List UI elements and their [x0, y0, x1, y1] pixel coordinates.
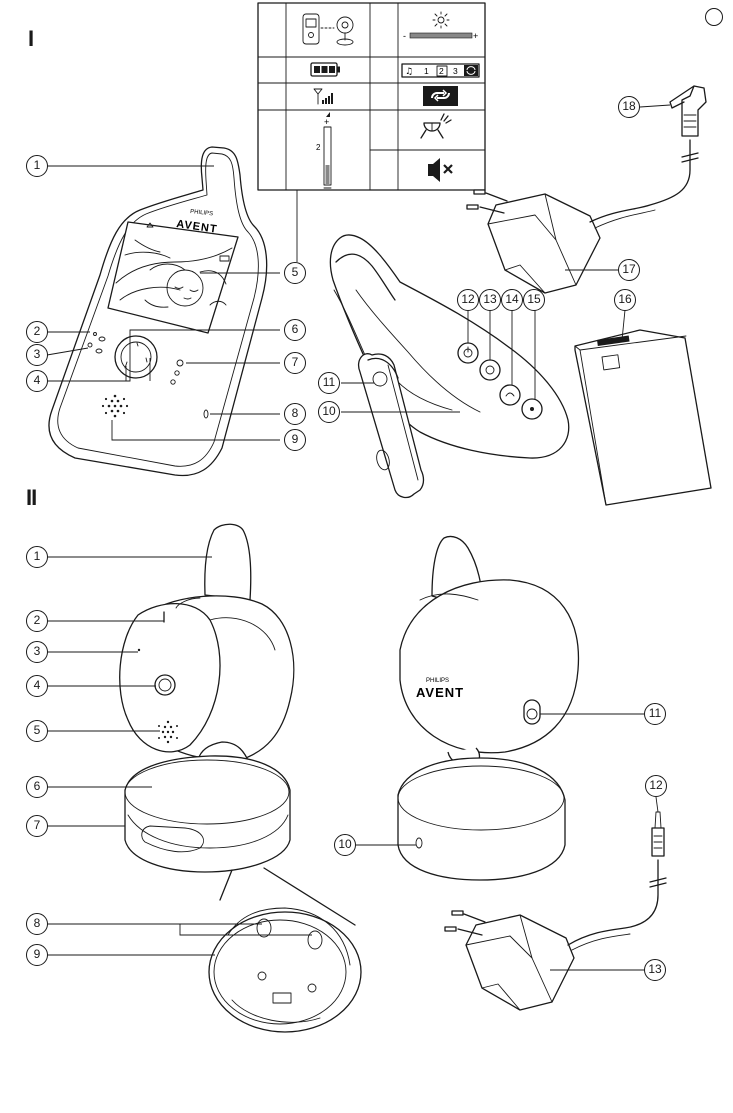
- brightness-minus-label: -: [403, 31, 406, 41]
- parent-callout-5: 5: [284, 262, 306, 284]
- link-status-icon: [303, 14, 353, 45]
- music-note-icon: ♫: [405, 67, 413, 77]
- baby-callout-8: 8: [26, 913, 48, 935]
- display-icon-table: - + ♫ 1 2 3: [258, 3, 485, 262]
- volume-bar-icon: + 2: [316, 112, 331, 188]
- parent-callout-15: 15: [523, 289, 545, 311]
- parent-callout-3: 3: [26, 344, 48, 366]
- power-button-graphic: [458, 343, 478, 363]
- repeat-icon: [423, 86, 458, 106]
- brightness-plus-label: +: [473, 31, 478, 41]
- parent-callout-8: 8: [284, 403, 306, 425]
- battery-icon: [311, 63, 340, 76]
- parent-callout-10: 10: [318, 401, 340, 423]
- parent-callout-9: 9: [284, 429, 306, 451]
- leader-18: [640, 105, 670, 107]
- baby-callout-5: 5: [26, 720, 48, 742]
- baby-callout-1: 1: [26, 546, 48, 568]
- baby-callout-13: 13: [644, 959, 666, 981]
- channel-3-label: 3: [453, 66, 458, 76]
- parent-callout-7: 7: [284, 352, 306, 374]
- nightlight-icon: [421, 114, 451, 138]
- page-corner-circle: [705, 8, 723, 26]
- talk-button-graphic: [500, 385, 520, 405]
- mute-icon: [428, 158, 452, 182]
- parent-power-adapter: [467, 86, 706, 293]
- baby-callout-4: 4: [26, 675, 48, 697]
- parent-callout-11: 11: [318, 372, 340, 394]
- parent-callout-12: 12: [457, 289, 479, 311]
- parent-callout-13: 13: [479, 289, 501, 311]
- baby-unit-bottom-view: [209, 868, 361, 1032]
- parent-callout-14: 14: [501, 289, 523, 311]
- nightlight-button-graphic: [480, 360, 500, 380]
- parent-callout-16: 16: [614, 289, 636, 311]
- parent-callout-17: 17: [618, 259, 640, 281]
- baby-callout-9: 9: [26, 944, 48, 966]
- baby-back-brand-large: AVENT: [416, 685, 464, 700]
- parent-callout-2: 2: [26, 321, 48, 343]
- on-off-switch-graphic: [524, 700, 540, 724]
- lullaby-channel-strip-icon: ♫ 1 2 3: [402, 64, 479, 77]
- section-two-label: II: [26, 485, 36, 511]
- baby-callout-7: 7: [26, 815, 48, 837]
- channel-1-label: 1: [424, 66, 429, 76]
- baby-callout-3: 3: [26, 641, 48, 663]
- parent-callout-4: 4: [26, 370, 48, 392]
- baby-leader-12: [656, 797, 658, 812]
- baby-callout-12: 12: [645, 775, 667, 797]
- volume-plus-label: +: [324, 117, 329, 127]
- parent-callout-6: 6: [284, 319, 306, 341]
- baby-callout-6: 6: [26, 776, 48, 798]
- parent-callout-1: 1: [26, 155, 48, 177]
- parent-unit-front: PHILIPS AVENT: [49, 147, 267, 476]
- volume-level-label: 2: [316, 143, 321, 152]
- section-one-label: I: [28, 26, 33, 52]
- channel-2-label: 2: [439, 66, 444, 76]
- signal-strength-icon: [314, 89, 333, 104]
- baby-unit-back: PHILIPS AVENT: [398, 536, 578, 880]
- battery-pack: [575, 330, 711, 505]
- baby-callout-10: 10: [334, 834, 356, 856]
- brightness-bar-icon: - +: [403, 12, 478, 41]
- baby-callout-11: 11: [644, 703, 666, 725]
- baby-back-brand-small: PHILIPS: [426, 678, 449, 684]
- baby-callout-2: 2: [26, 610, 48, 632]
- parent-callout-18: 18: [618, 96, 640, 118]
- baby-unit-front: [120, 524, 294, 872]
